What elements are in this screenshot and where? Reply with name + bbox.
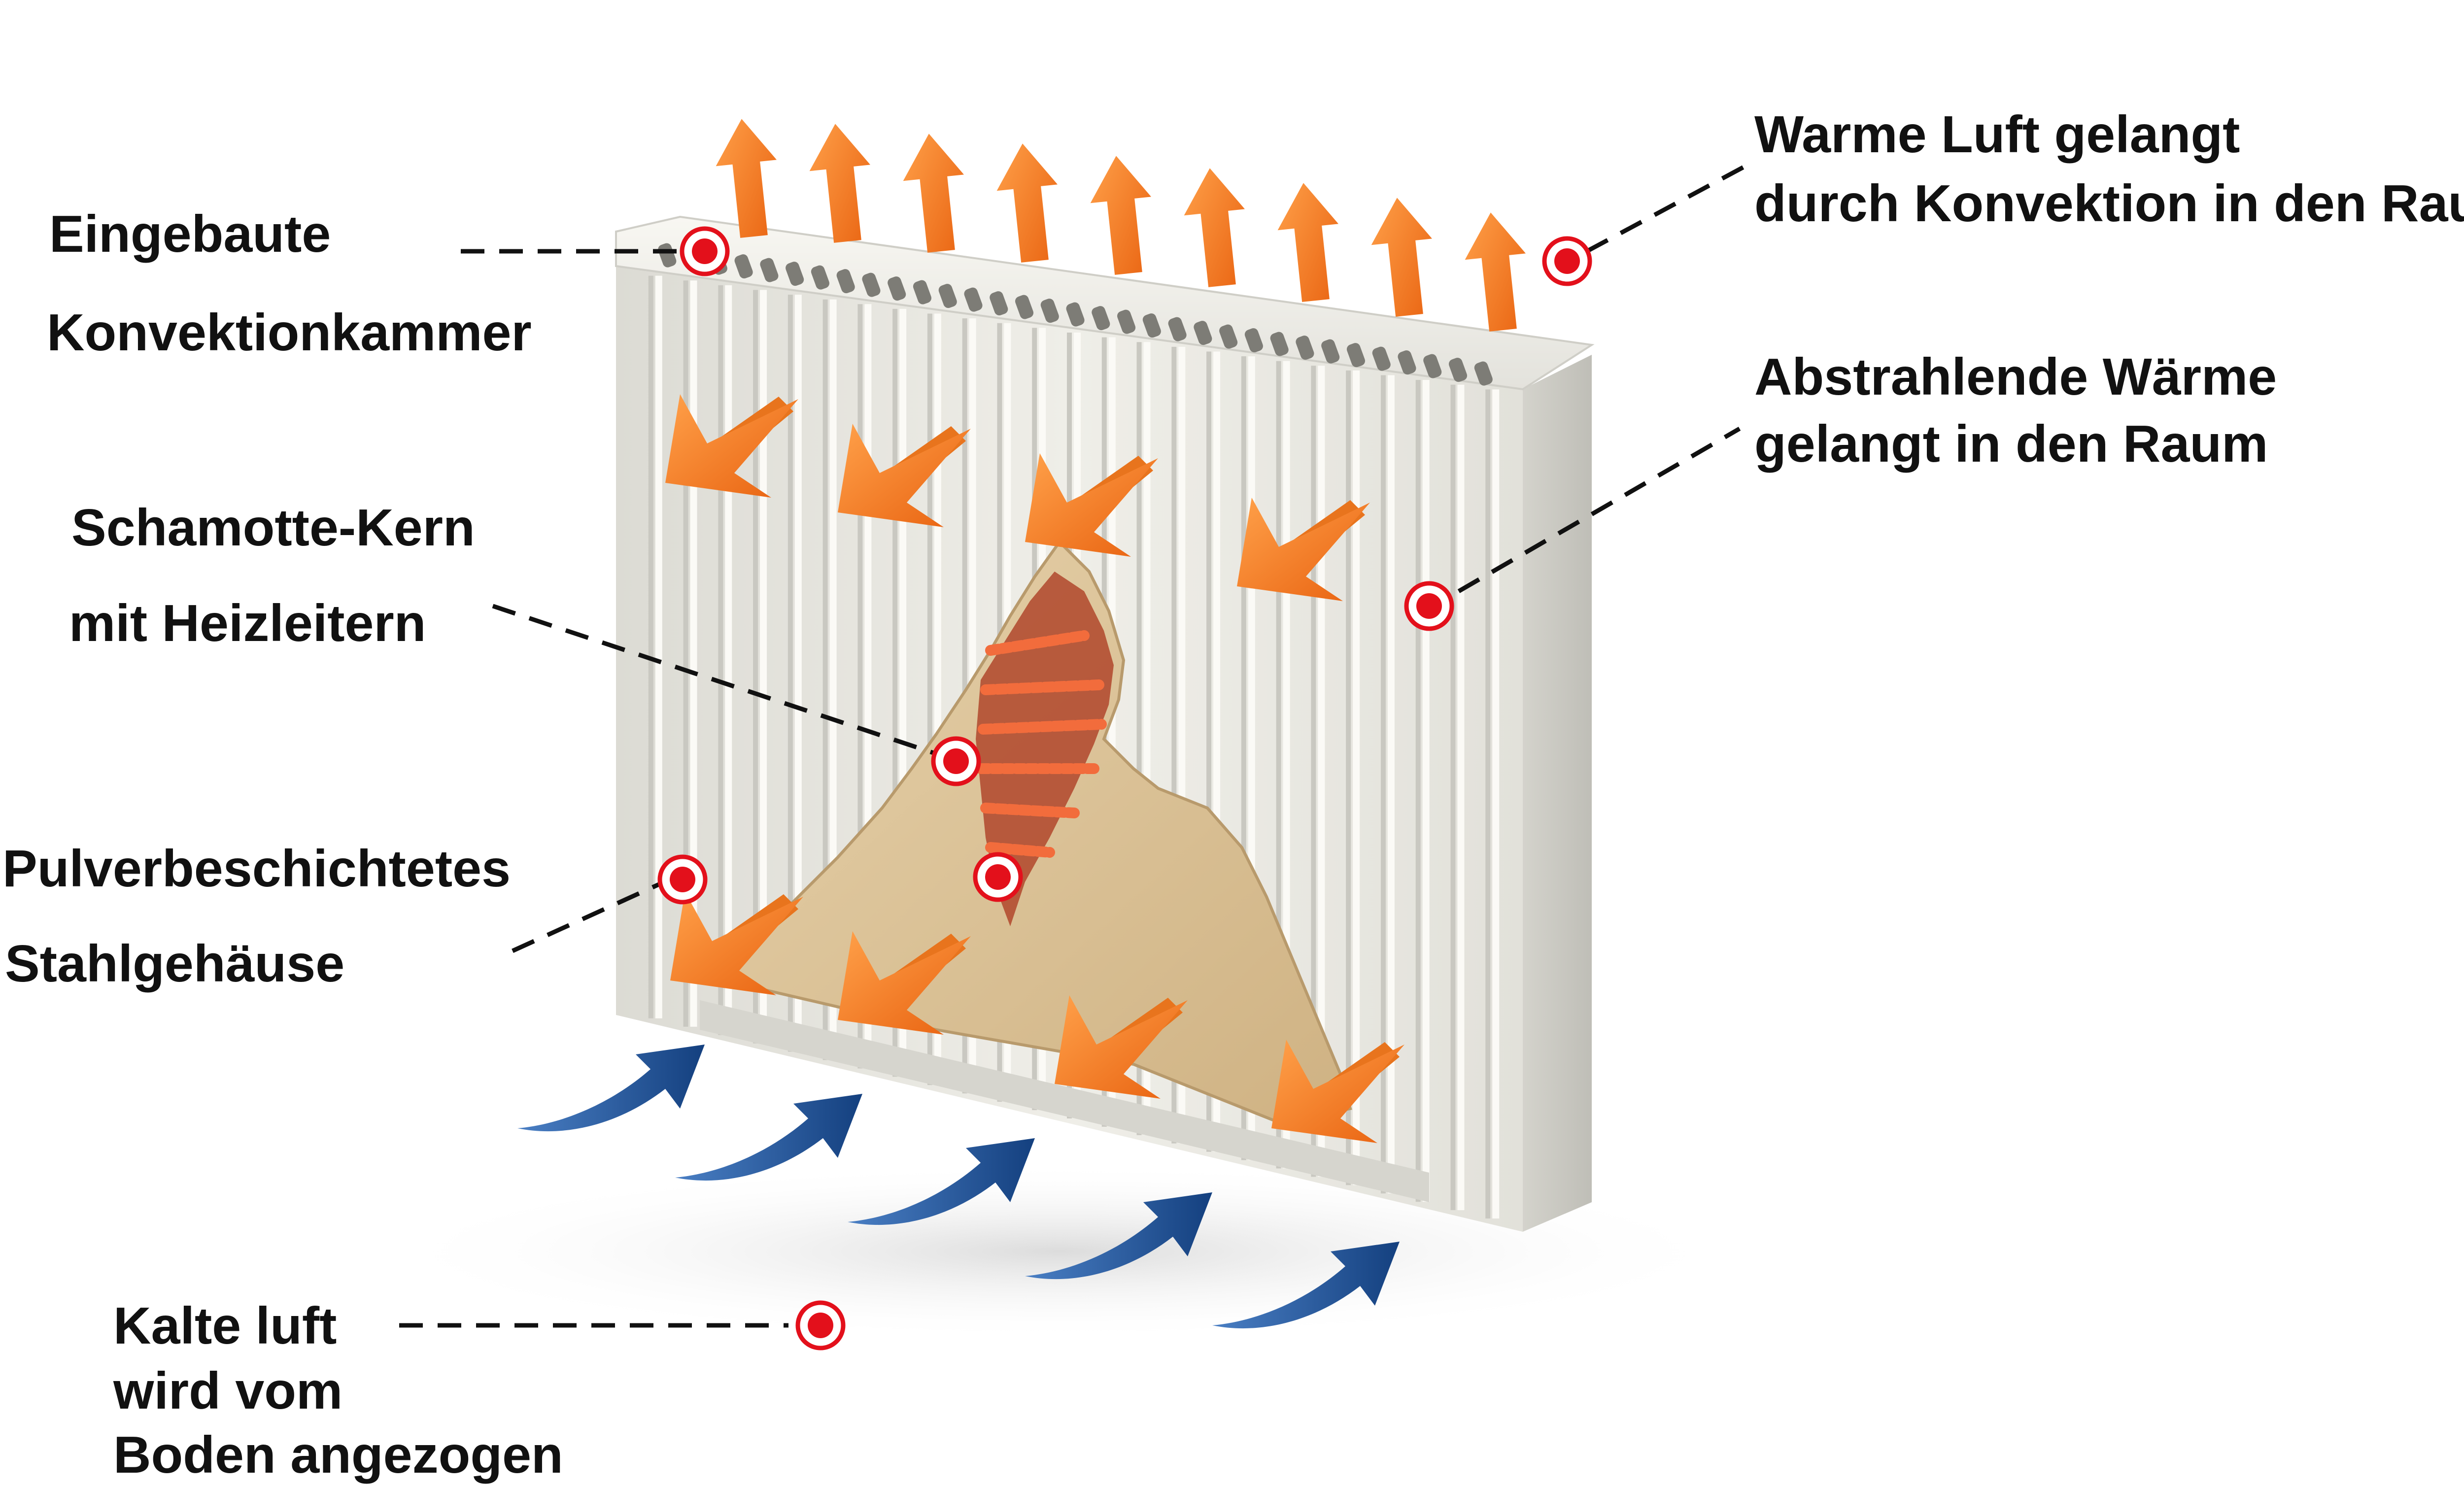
core-label-line1: Schamotte-Kern [71,499,475,557]
leader-core [492,604,937,756]
convection-chamber-label-line2: Konvektionkammer [47,304,532,362]
convection-slot [760,258,779,282]
heating-wire [985,842,1055,858]
convection-slot [1092,306,1110,331]
convection-slot [1066,302,1085,327]
warm-air-arrow-icon [1086,152,1159,277]
red-dot-marker-icon [975,854,1021,900]
warm-air-arrow-icon [711,115,785,240]
housing-label-line2: Stahlgehäuse [5,935,345,993]
core-label-line2: mit Heizleitern [69,594,426,652]
leader-lines [399,161,1753,1328]
warm-air-arrow-icon [1367,194,1440,319]
core-cavity [976,572,1114,926]
convection-slot [938,284,957,308]
convection-slot [913,280,932,304]
leader-housing [512,875,676,953]
convection-slot [1296,336,1314,360]
cold-air-label-line1: Kalte luft [113,1297,337,1355]
warm-air-arrow-icon [992,140,1065,265]
radiator-side [1523,355,1592,1232]
convection-slot [836,269,855,294]
convection-slot [888,276,906,301]
convection-slot [1372,346,1391,371]
radiant-label-line1: Abstrahlende Wärme [1754,348,2277,406]
radiator-top [615,215,1595,391]
housing-label-line1: Pulverbeschichtetes [2,840,511,898]
red-dot-marker-icon [660,857,705,902]
convection-slot [990,291,1008,316]
red-dot-marker-icon [933,739,979,784]
convection-slot [1142,313,1161,338]
convection-slot [1474,361,1493,386]
warm-air-arrow-icon [1273,179,1346,304]
warm-air-arrow-icon [1179,165,1253,289]
convection-slot [1448,358,1468,382]
convection-slot [1270,332,1289,356]
convection-slot [811,265,829,290]
leader-warm-air [1585,161,1753,253]
warm-air-label-line1: Warme Luft gelangt [1754,105,2240,164]
radiant-label-line2: gelangt in den Raum [1754,415,2268,473]
convection-slot [786,262,804,286]
cold-air-arrow-icon [517,1045,705,1132]
floor-shadow [370,1163,1749,1340]
red-dot-marker-icon [682,229,727,274]
warm-air-arrow-icon [1460,209,1534,334]
convection-slot [862,272,881,297]
convection-slot [1194,321,1212,345]
cold-air-arrow-icon [675,1094,862,1181]
warm-air-arrow-icon [898,130,972,255]
warm-air-label-line2: durch Konvektion in den Raum [1754,174,2464,233]
heating-wire [980,679,1104,695]
convection-slot [1015,295,1034,319]
convection-slot [734,254,753,279]
heating-wire [978,719,1107,735]
leader-radiant [1457,427,1741,593]
radiator-bottom-rail [700,1000,1429,1202]
heating-wires [975,630,1107,858]
heating-wire [985,630,1090,656]
red-dot-marker-icon [1544,238,1590,284]
convection-slot [1423,354,1442,378]
warm-air-arrow-icon [805,120,878,245]
convection-slot [1346,343,1366,368]
convection-slot [1244,328,1263,353]
convection-slot [1168,317,1187,341]
heating-wire [980,803,1080,818]
convection-slot [1321,339,1340,364]
red-dot-marker-icon [1406,583,1452,629]
convection-slot [1219,324,1238,349]
cold-air-label-line3: Boden angezogen [113,1426,563,1484]
cold-air-label-line2: wird vom [113,1362,343,1420]
convection-slot [964,287,983,312]
convection-slot [1117,309,1136,334]
convection-slot [1398,350,1416,375]
convection-chamber-label-line1: Eingebaute [49,205,331,263]
convection-slot [1040,299,1059,323]
red-dot-marker-icon [798,1303,843,1348]
